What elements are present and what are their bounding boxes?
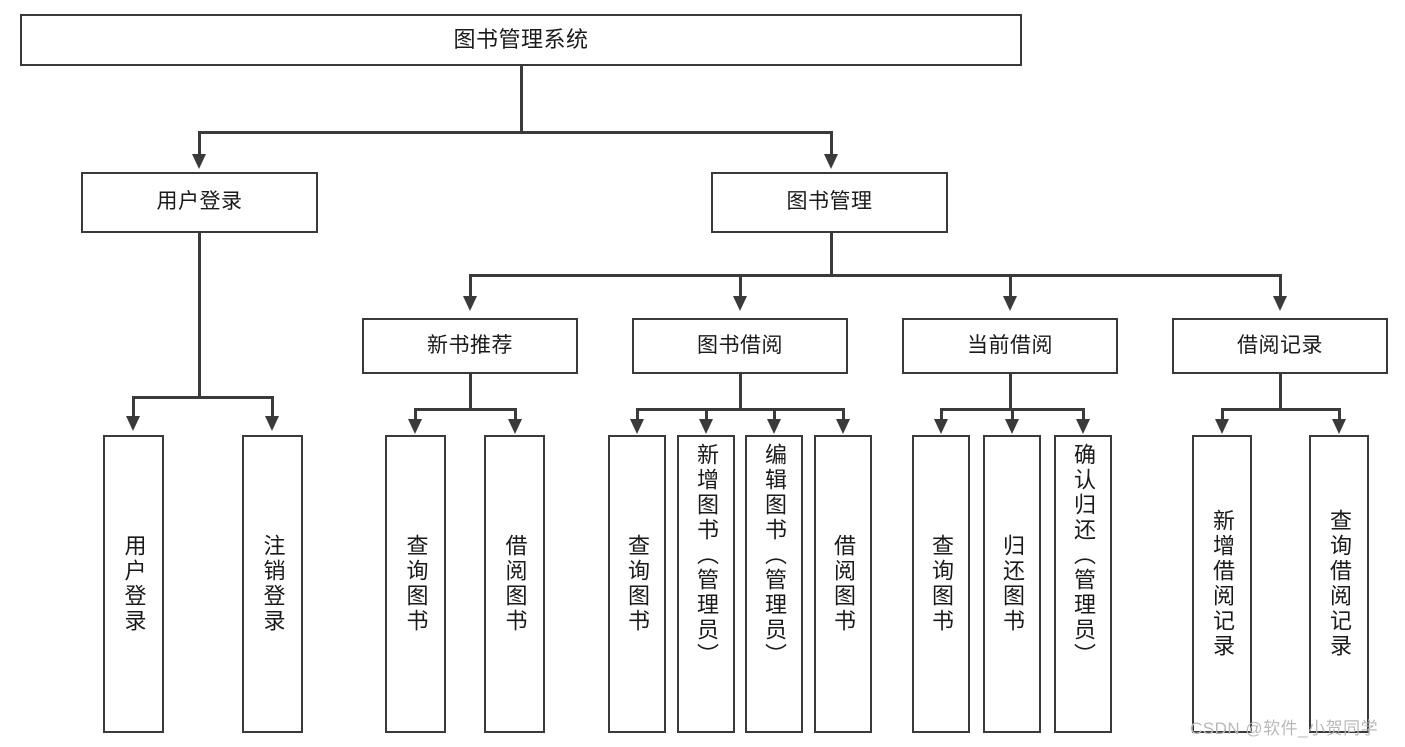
arrow-leaf-borrow-book [836,419,850,434]
connector-current-c1 [940,408,943,420]
connector-record-bar [1221,408,1339,411]
connector-recommend-bar [414,408,514,411]
csdn-watermark: CSDN @软件_小贺同学 [1190,719,1379,738]
connector-user-login-left [132,396,135,417]
node-borrow-record-label: 借阅记录 [1237,333,1323,357]
leaf-confirm-return-admin-label: 确认归还（管理员） [1071,443,1096,668]
node-book-management[interactable]: 图书管理 [711,172,948,233]
leaf-add-borrow-record[interactable]: 新增借阅记录 [1192,435,1252,733]
connector-borrow-c3 [773,408,776,420]
arrow-leaf-query-book-current [934,419,948,434]
arrow-leaf-query-book-borrow [630,419,644,434]
connector-to-book-management [830,131,833,156]
arrow-leaf-add-borrow-record [1215,419,1229,434]
connector-borrow-stem [739,374,742,409]
leaf-borrow-book-label: 借阅图书 [831,534,856,634]
node-root-label: 图书管理系统 [453,27,589,53]
leaf-add-borrow-record-label: 新增借阅记录 [1210,509,1235,659]
connector-record-stem [1279,374,1282,409]
connector-current-stem [1009,374,1012,409]
node-user-login[interactable]: 用户登录 [81,172,318,233]
leaf-borrow-book-recommend[interactable]: 借阅图书 [484,435,545,733]
leaf-query-book-recommend[interactable]: 查询图书 [385,435,446,733]
connector-record-c1 [1221,408,1224,420]
node-root[interactable]: 图书管理系统 [20,14,1022,66]
node-current-borrow-label: 当前借阅 [967,333,1053,357]
arrow-leaf-confirm-return-admin [1076,419,1090,434]
leaf-add-book-admin-label: 新增图书（管理员） [694,443,719,668]
leaf-user-login[interactable]: 用户登录 [103,435,164,733]
connector-user-login-right [271,396,274,417]
connector-current-c2 [1011,408,1014,420]
leaf-query-book-current[interactable]: 查询图书 [912,435,970,733]
connector-bm-to-record [1279,274,1282,297]
arrow-leaf-add-book-admin [699,419,713,434]
node-new-book-recommend[interactable]: 新书推荐 [362,318,578,374]
connector-borrow-c2 [705,408,708,420]
leaf-confirm-return-admin[interactable]: 确认归还（管理员） [1054,435,1112,733]
leaf-edit-book-admin-label: 编辑图书（管理员） [762,443,787,668]
connector-recommend-c2 [514,408,517,420]
arrow-leaf-query-book-recommend [408,419,422,434]
connector-to-user-login [198,131,201,156]
arrow-leaf-edit-book-admin [767,419,781,434]
connector-bm-to-recommend [469,274,472,297]
arrow-leaf-return-book [1005,419,1019,434]
node-new-book-recommend-label: 新书推荐 [427,333,513,357]
arrow-to-new-book-recommend [463,296,477,311]
leaf-borrow-book-recommend-label: 借阅图书 [502,534,528,634]
arrow-to-book-borrow [733,296,747,311]
connector-user-login-stem [198,233,201,397]
connector-record-c2 [1338,408,1341,420]
connector-recommend-stem [469,374,472,409]
connector-borrow-c1 [636,408,639,420]
leaf-query-borrow-record-label: 查询借阅记录 [1327,509,1352,659]
leaf-borrow-book[interactable]: 借阅图书 [814,435,872,733]
arrow-to-borrow-record [1273,296,1287,311]
connector-current-c3 [1082,408,1085,420]
leaf-logout[interactable]: 注销登录 [242,435,303,733]
leaf-query-book-current-label: 查询图书 [929,534,954,634]
leaf-return-book-label: 归还图书 [1000,534,1025,634]
node-book-borrow-label: 图书借阅 [697,333,783,357]
arrow-to-book-management [824,154,838,169]
connector-borrow-c4 [842,408,845,420]
leaf-query-book-borrow-label: 查询图书 [625,534,650,634]
node-book-management-label: 图书管理 [786,190,873,214]
leaf-query-book-borrow[interactable]: 查询图书 [608,435,666,733]
arrow-leaf-user-login [126,416,140,431]
arrow-leaf-logout [265,416,279,431]
connector-root-stem [520,66,523,132]
leaf-logout-label: 注销登录 [260,534,286,634]
leaf-add-book-admin[interactable]: 新增图书（管理员） [677,435,735,733]
node-borrow-record[interactable]: 借阅记录 [1172,318,1388,374]
node-book-borrow[interactable]: 图书借阅 [632,318,848,374]
connector-bm-to-current [1009,274,1012,297]
connector-borrow-bar [636,408,843,411]
node-current-borrow[interactable]: 当前借阅 [902,318,1118,374]
leaf-query-book-recommend-label: 查询图书 [403,534,429,634]
arrow-leaf-borrow-book-recommend [508,419,522,434]
leaf-return-book[interactable]: 归还图书 [983,435,1041,733]
arrow-to-current-borrow [1003,296,1017,311]
connector-user-login-bar [132,396,271,399]
leaf-query-borrow-record[interactable]: 查询借阅记录 [1309,435,1369,733]
leaf-edit-book-admin[interactable]: 编辑图书（管理员） [745,435,803,733]
arrow-to-user-login [192,154,206,169]
leaf-user-login-label: 用户登录 [121,534,147,634]
arrow-leaf-query-borrow-record [1332,419,1346,434]
connector-book-management-bar [469,274,1281,277]
connector-bm-to-borrow [739,274,742,297]
connector-book-management-stem [830,233,833,275]
connector-recommend-c1 [414,408,417,420]
connector-root-bar [198,131,832,134]
node-user-login-label: 用户登录 [156,190,243,214]
